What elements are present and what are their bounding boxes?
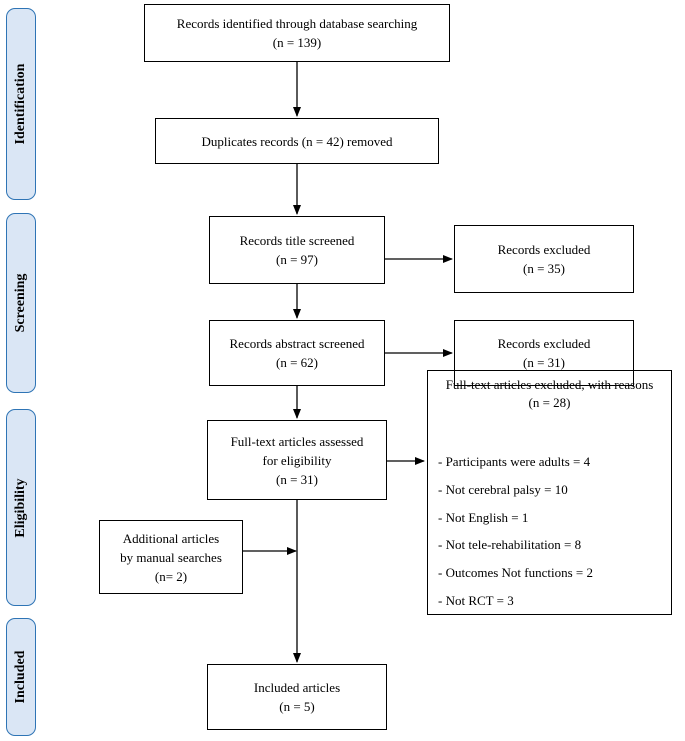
box-fulltext-excluded: Full-text articles excluded, with reason… <box>427 370 672 615</box>
title-excluded-count: (n = 35) <box>523 261 565 276</box>
title-excluded-text: Records excluded <box>497 242 591 257</box>
fulltext-assessed-count: (n = 31) <box>276 471 318 487</box>
fulltext-assessed-line2: for eligibility <box>262 452 332 468</box>
box-duplicates-removed: Duplicates records (n = 42) removed <box>155 118 439 164</box>
fulltext-excluded-count: (n = 28) <box>528 395 571 410</box>
fulltext-excluded-title: Full-text articles excluded, with reason… <box>445 377 654 392</box>
exclusion-reason-not-tele-rehabilitation: - Not tele-rehabilitation = 8 <box>438 537 582 552</box>
abstract-excluded-count: (n = 31) <box>523 355 565 370</box>
exclusion-reason-outcomes-not-functions: - Outcomes Not functions = 2 <box>438 565 594 580</box>
box-included-articles: Included articles (n = 5) <box>207 664 387 730</box>
box-title-screened: Records title screened (n = 97) <box>209 216 385 284</box>
records-identified-text: Records identified through database sear… <box>176 16 418 31</box>
stage-eligibility: Eligibility <box>6 409 36 606</box>
included-articles-count: (n = 5) <box>279 699 315 714</box>
exclusion-reason-not-cerebral-palsy: - Not cerebral palsy = 10 <box>438 482 568 497</box>
box-abstract-excluded: Records excluded (n = 31) <box>454 320 634 386</box>
exclusion-reason-adults: - Participants were adults = 4 <box>438 454 591 469</box>
included-articles-text: Included articles <box>253 680 341 695</box>
abstract-excluded-text: Records excluded <box>497 336 591 351</box>
box-abstract-screened: Records abstract screened (n = 62) <box>209 320 385 386</box>
additional-articles-line1: Additional articles <box>122 530 220 546</box>
stage-screening: Screening <box>6 213 36 393</box>
title-screened-count: (n = 97) <box>276 252 318 267</box>
box-fulltext-assessed: Full-text articles assessed for eligibil… <box>207 420 387 500</box>
stage-identification: Identification <box>6 8 36 200</box>
box-additional-articles: Additional articles by manual searches (… <box>99 520 243 594</box>
exclusion-reason-not-rct: - Not RCT = 3 <box>438 593 514 608</box>
fulltext-assessed-line1: Full-text articles assessed <box>230 433 364 449</box>
duplicates-removed-text: Duplicates records (n = 42) removed <box>201 133 393 149</box>
box-title-excluded: Records excluded (n = 35) <box>454 225 634 293</box>
additional-articles-count: (n= 2) <box>154 568 188 584</box>
box-records-identified: Records identified through database sear… <box>144 4 450 62</box>
additional-articles-line2: by manual searches <box>120 549 222 565</box>
abstract-screened-text: Records abstract screened <box>229 336 365 351</box>
abstract-screened-count: (n = 62) <box>276 355 318 370</box>
fulltext-excluded-header: Full-text articles excluded, with reason… <box>428 376 671 412</box>
exclusion-reason-not-english: - Not English = 1 <box>438 510 529 525</box>
records-identified-count: (n = 139) <box>272 35 322 50</box>
stage-included: Included <box>6 618 36 736</box>
title-screened-text: Records title screened <box>239 233 355 248</box>
